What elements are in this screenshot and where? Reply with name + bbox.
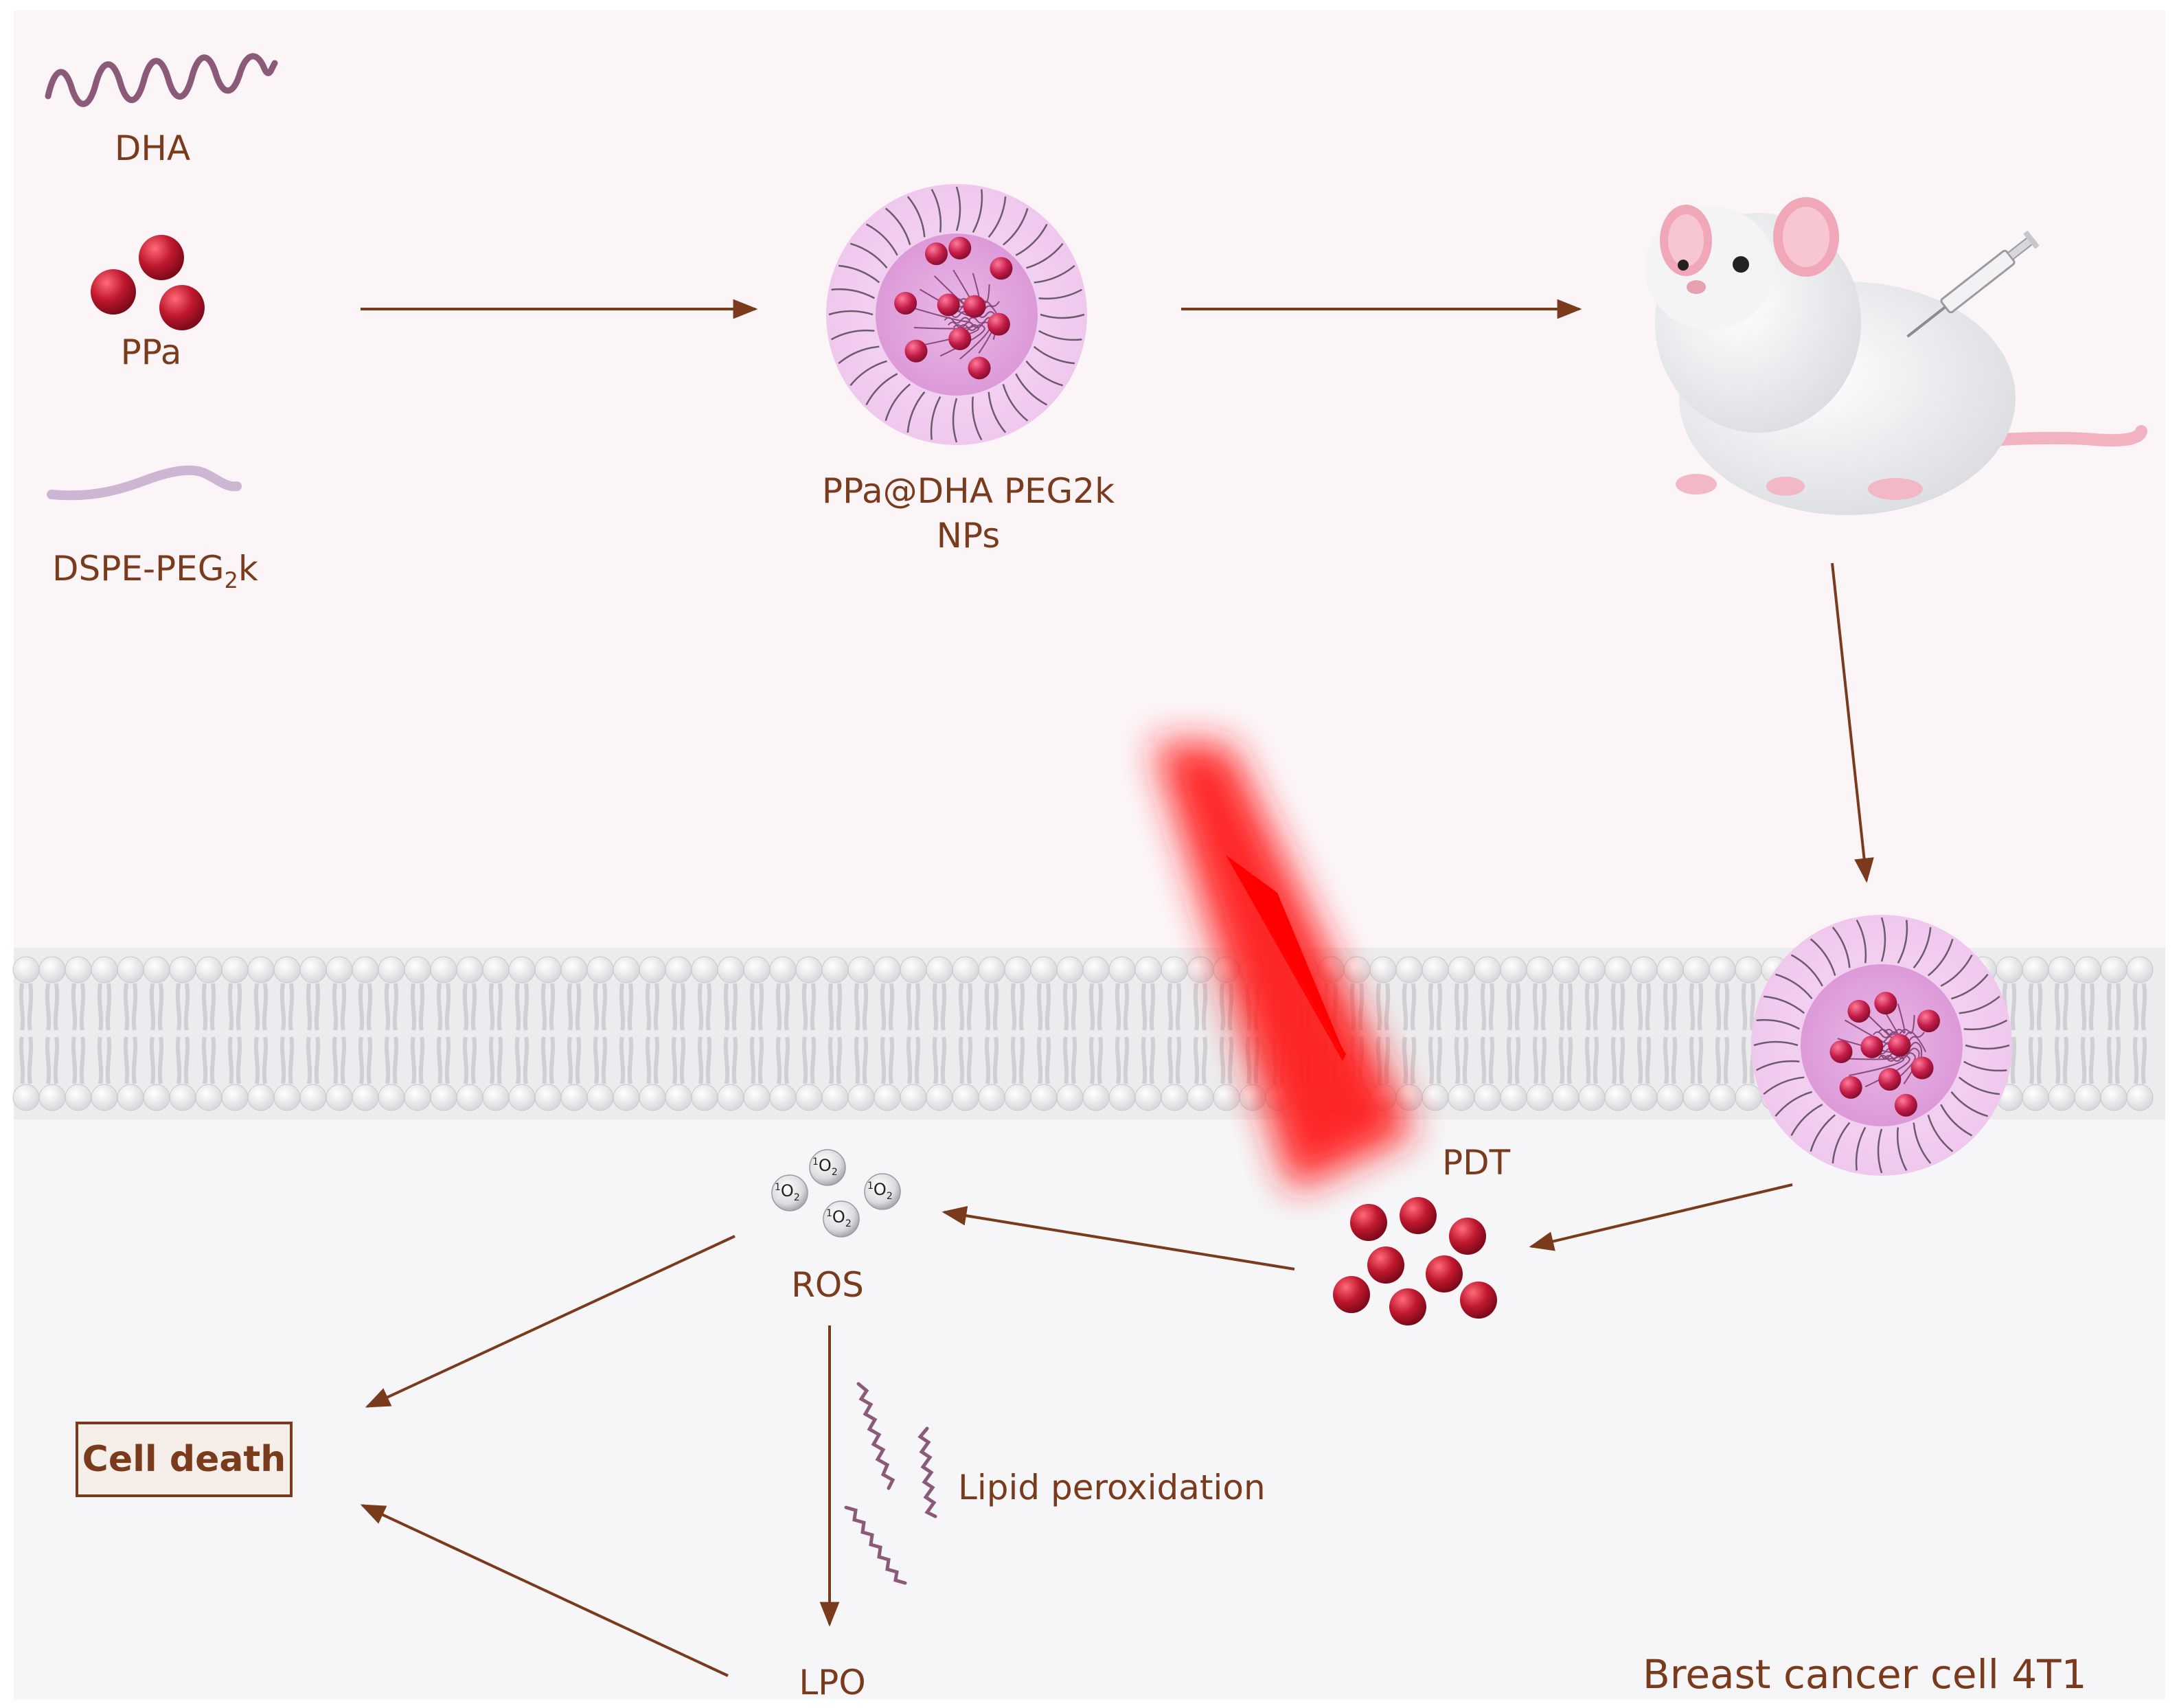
singlet-oxygen-1 [809, 1149, 846, 1186]
lipid-peroxidation-label: Lipid peroxidation [958, 1468, 1266, 1507]
released-ppa-spheres-icon [1333, 1197, 1497, 1325]
arrow-mouse-to-cell [1831, 562, 1874, 883]
cell-type-label: Breast cancer cell 4T1 [1643, 1651, 2087, 1698]
arrow-ppa-to-ros [942, 1205, 1295, 1271]
nanoparticle-icon [826, 184, 1087, 445]
singlet-oxygen-4-label: 1O2 [826, 1207, 852, 1229]
red-spheres-icon [91, 235, 205, 330]
lipid-strand-icon [47, 465, 242, 501]
dspe-peg-tail: k [238, 549, 258, 589]
arrow-np-to-ppa [1529, 1183, 1793, 1251]
syringe-icon [1906, 230, 2040, 338]
cell-death-box: Cell death [76, 1422, 293, 1497]
singlet-oxygen-2 [771, 1174, 808, 1211]
singlet-oxygen-1-label: 1O2 [812, 1156, 838, 1178]
arrow-ros-to-cell-death [365, 1235, 735, 1408]
arrow-lpo-to-cell-death [360, 1504, 729, 1677]
np-label-line2: NPs [936, 516, 1001, 556]
singlet-oxygen-cluster-icon [771, 1149, 901, 1238]
singlet-oxygen-4 [823, 1200, 860, 1238]
np-label-line1: PPa@DHA PEG2k [821, 471, 1115, 511]
dspe-peg-subscript: 2 [224, 567, 238, 593]
singlet-oxygen-2-label: 1O2 [775, 1181, 800, 1203]
cell-death-label: Cell death [82, 1439, 286, 1480]
mouse-icon [1645, 197, 2147, 515]
lpo-label: LPO [799, 1663, 866, 1703]
dspe-peg-main: DSPE-PEG [52, 549, 225, 589]
singlet-oxygen-3-label: 1O2 [867, 1180, 893, 1202]
singlet-oxygen-3 [864, 1173, 901, 1210]
dspe-peg-label: DSPE-PEG2k [52, 549, 258, 593]
ppa-label: PPa [120, 332, 182, 372]
nanoparticle-icon [1751, 915, 2012, 1176]
pdt-label: PDT [1442, 1143, 1511, 1183]
dha-label: DHA [114, 128, 191, 168]
peroxidized-lipid-chains-icon [844, 1382, 937, 1585]
wavy-chain-icon [45, 53, 278, 107]
arrows [360, 299, 1874, 1677]
red-laser-beam-icon [1154, 742, 1415, 1192]
ros-label: ROS [791, 1265, 864, 1305]
